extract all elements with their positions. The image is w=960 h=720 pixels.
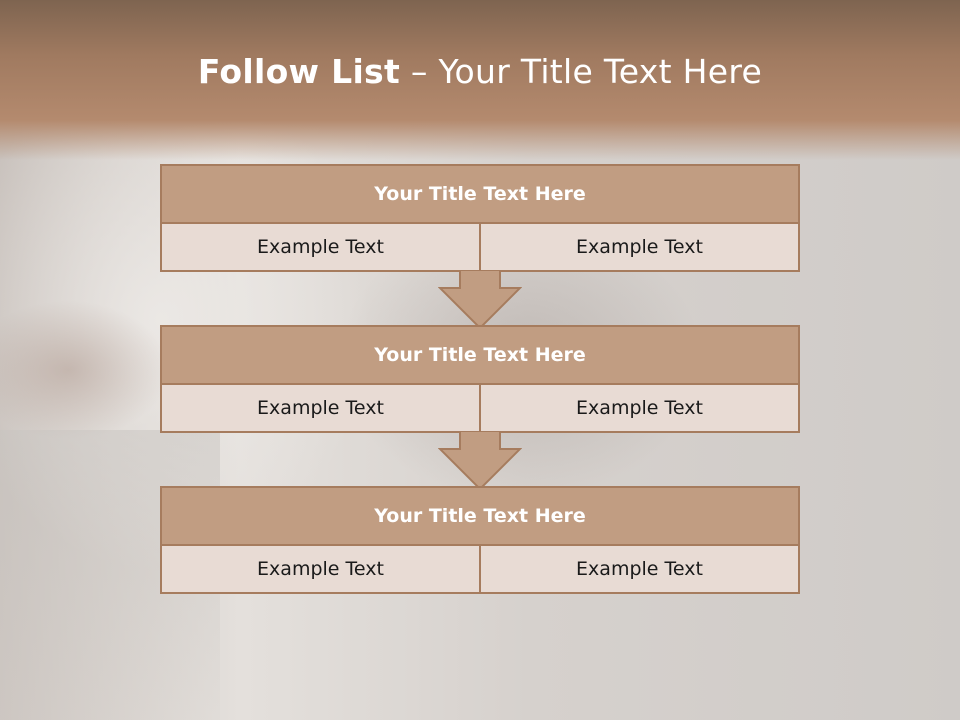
slide-title: Follow List – Your Title Text Here (0, 52, 960, 91)
block-row: Example Text Example Text (162, 224, 798, 270)
block-cell-right: Example Text (479, 385, 798, 431)
block-title: Your Title Text Here (162, 488, 798, 546)
block-title: Your Title Text Here (162, 327, 798, 385)
slide-title-bold: Follow List (197, 52, 401, 91)
down-arrow-icon (438, 270, 522, 330)
list-block-3: Your Title Text Here Example Text Exampl… (160, 486, 800, 594)
block-cell-right: Example Text (479, 546, 798, 592)
block-cell-right: Example Text (479, 224, 798, 270)
block-cell-left: Example Text (162, 546, 479, 592)
block-row: Example Text Example Text (162, 546, 798, 592)
block-title: Your Title Text Here (162, 166, 798, 224)
block-row: Example Text Example Text (162, 385, 798, 431)
down-arrow-icon (438, 431, 522, 491)
slide-title-rest: – Your Title Text Here (400, 52, 763, 91)
block-cell-left: Example Text (162, 224, 479, 270)
header-band (0, 0, 960, 160)
block-cell-left: Example Text (162, 385, 479, 431)
background-arm-shape (0, 300, 170, 440)
list-block-1: Your Title Text Here Example Text Exampl… (160, 164, 800, 272)
list-block-2: Your Title Text Here Example Text Exampl… (160, 325, 800, 433)
